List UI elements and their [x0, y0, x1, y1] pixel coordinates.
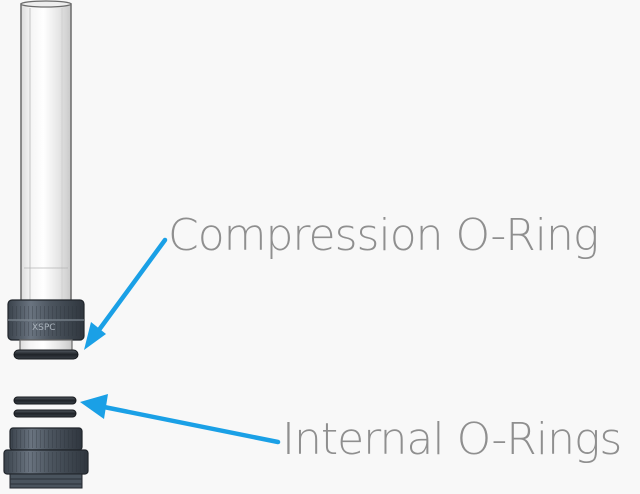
arrow-compression-oring — [84, 237, 168, 350]
arrow-internal-orings — [80, 394, 281, 445]
internal-orings — [13, 396, 77, 418]
compression-oring-label: Compression O-Ring — [168, 210, 599, 261]
xspc-logo: XSPC — [32, 323, 56, 333]
internal-orings-label: Internal O-Rings — [282, 414, 622, 465]
compression-collar: XSPC — [7, 299, 85, 341]
compression-oring — [13, 349, 79, 360]
base-fitting — [3, 427, 89, 489]
glass-tube — [20, 0, 72, 305]
